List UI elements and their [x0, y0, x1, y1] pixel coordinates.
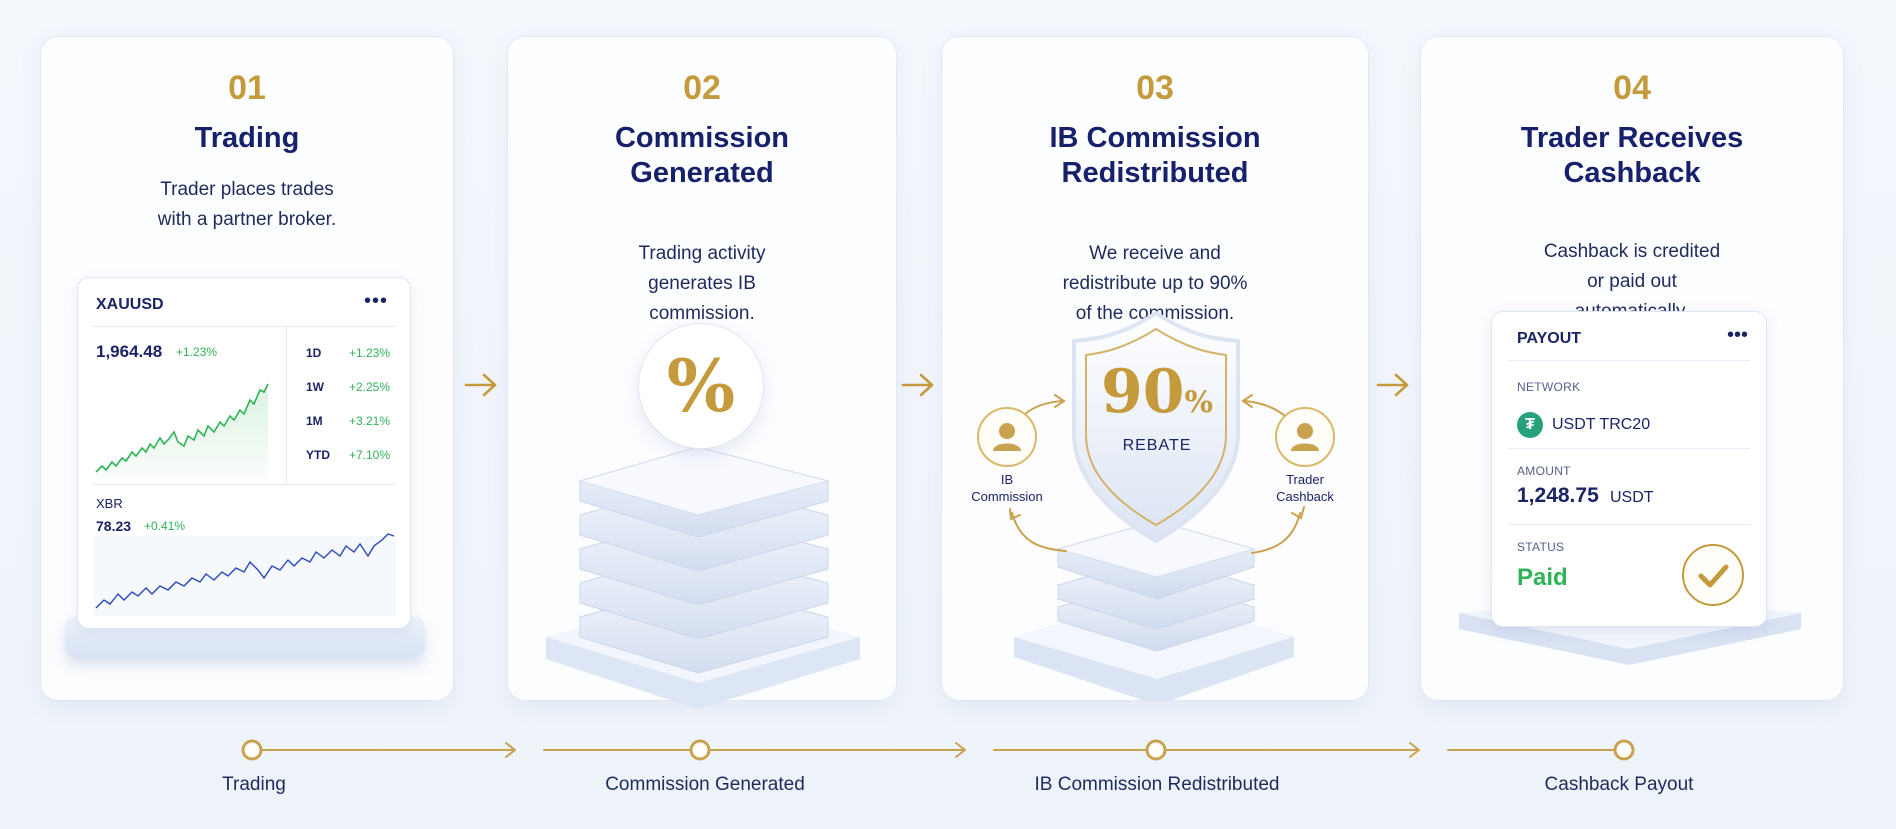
- step-title-line: Cashback: [1563, 157, 1701, 189]
- payout-title: PAYOUT: [1517, 330, 1582, 347]
- step-number: 02: [683, 69, 721, 107]
- divider: [92, 484, 396, 485]
- step-description-line: or paid out: [1587, 271, 1677, 292]
- percent-icon: %: [638, 323, 764, 449]
- step-title-line: Trader Receives: [1520, 122, 1744, 154]
- step-card-trading: 01 Trading Trader places trades with a p…: [40, 36, 454, 701]
- period-value: +7.10%: [348, 448, 390, 462]
- step-number: 01: [228, 69, 266, 107]
- network-value: USDT TRC20: [1552, 416, 1651, 433]
- arrow-right-icon: [901, 373, 934, 397]
- step-description-line: with a partner broker.: [157, 209, 337, 230]
- arrow-right-icon: [1376, 373, 1409, 397]
- rebate-unit: %: [1184, 385, 1213, 420]
- person-icon: [977, 407, 1037, 467]
- step-title: Trading: [41, 121, 453, 156]
- step-title-line: Trading: [194, 122, 300, 154]
- timeline-label-commission-generated: Commission Generated: [605, 774, 805, 795]
- period-label: 1D: [306, 346, 322, 360]
- divider: [1508, 360, 1750, 361]
- more-menu-icon[interactable]: •••: [363, 290, 388, 312]
- stacked-platform-illustration: [546, 446, 860, 709]
- timeline-label-trading: Trading: [222, 774, 286, 795]
- step-description-line: redistribute up to 90%: [1062, 273, 1248, 294]
- step-description-line: Cashback is credited: [1543, 241, 1721, 262]
- step-description-line: generates IB: [648, 273, 756, 294]
- status-label: STATUS: [1517, 540, 1565, 554]
- more-menu-icon[interactable]: •••: [1726, 324, 1748, 346]
- divider: [92, 326, 396, 327]
- step-description-line: Trader places trades: [160, 179, 334, 200]
- check-icon: [1682, 544, 1744, 606]
- rebate-value: 90%: [1092, 357, 1222, 427]
- step-title-line: Generated: [630, 157, 774, 189]
- step-description: We receive and redistribute up to 90% of…: [942, 239, 1368, 329]
- step-title: Trader Receives Cashback: [1421, 121, 1843, 191]
- tether-icon: ₮: [1517, 412, 1543, 438]
- rebate-label: REBATE: [1122, 437, 1192, 454]
- price-change: +0.41%: [144, 519, 186, 533]
- step-description-line: commission.: [649, 303, 755, 324]
- symbol-label: XAUUSD: [96, 296, 164, 313]
- trading-widget: XAUUSD ••• 1,964.48 +1.23% 1D +1.23% 1W …: [77, 277, 411, 629]
- process-timeline: Trading Commission Generated IB Commissi…: [0, 730, 1896, 800]
- step-title-line: Redistributed: [1061, 157, 1249, 189]
- trader-cashback-label: Trader Cashback: [1260, 471, 1350, 505]
- period-label: YTD: [306, 448, 330, 462]
- person-icon: [1275, 407, 1335, 467]
- shield-rebate-illustration: [1009, 310, 1305, 702]
- price-value: 78.23: [96, 518, 132, 534]
- period-value: +3.21%: [348, 414, 390, 428]
- period-label: 1W: [306, 380, 324, 394]
- ib-commission-label-line: Commission: [971, 489, 1043, 504]
- price-chart-xauusd: [95, 383, 269, 480]
- timeline-label-cashback-payout: Cashback Payout: [1544, 774, 1694, 795]
- network-label: NETWORK: [1517, 380, 1581, 394]
- amount-unit: USDT: [1610, 489, 1654, 506]
- step-card-commission-generated: 02 Commission Generated Trading activity…: [507, 36, 897, 709]
- step-description-line: We receive and: [1089, 243, 1221, 264]
- step-card-trader-receives-cashback: 04 Trader Receives Cashback Cashback is …: [1420, 36, 1844, 701]
- timeline-label-ib-commission-redistributed: IB Commission Redistributed: [1034, 774, 1280, 795]
- step-title-line: IB Commission: [1049, 122, 1261, 154]
- period-label: 1M: [306, 414, 323, 428]
- rebate-number: 90: [1100, 357, 1185, 427]
- amount-value: 1,248.75: [1517, 484, 1599, 507]
- step-title: Commission Generated: [508, 121, 896, 191]
- period-value: +1.23%: [348, 346, 390, 360]
- divider: [1508, 448, 1750, 449]
- period-value: +2.25%: [348, 380, 390, 394]
- step-card-ib-commission-redistributed: 03 IB Commission Redistributed We receiv…: [941, 36, 1369, 702]
- ib-commission-label-line: IB: [1000, 472, 1014, 487]
- amount-label: AMOUNT: [1517, 464, 1571, 478]
- divider: [286, 326, 287, 484]
- ib-commission-label: IB Commission: [962, 471, 1052, 505]
- symbol-label: XBR: [96, 496, 123, 511]
- timeline-track: [241, 739, 1635, 761]
- step-title: IB Commission Redistributed: [942, 121, 1368, 191]
- step-description-line: Trading activity: [638, 243, 766, 264]
- arrow-right-icon: [464, 373, 497, 397]
- price-value: 1,964.48: [96, 342, 163, 361]
- step-number: 03: [1136, 69, 1174, 107]
- step-title-line: Commission: [614, 122, 790, 154]
- step-number: 04: [1613, 69, 1651, 107]
- step-description: Trader places trades with a partner brok…: [41, 175, 453, 235]
- price-chart-xbr: [94, 533, 396, 616]
- divider: [1508, 524, 1750, 525]
- trader-cashback-label-line: Cashback: [1276, 489, 1334, 504]
- trader-cashback-label-line: Trader: [1286, 472, 1324, 487]
- status-value: Paid: [1517, 564, 1568, 591]
- price-change: +1.23%: [176, 345, 218, 359]
- step-description: Trading activity generates IB commission…: [508, 239, 896, 329]
- payout-card: PAYOUT ••• NETWORK ₮ USDT TRC20 AMOUNT 1…: [1491, 311, 1767, 627]
